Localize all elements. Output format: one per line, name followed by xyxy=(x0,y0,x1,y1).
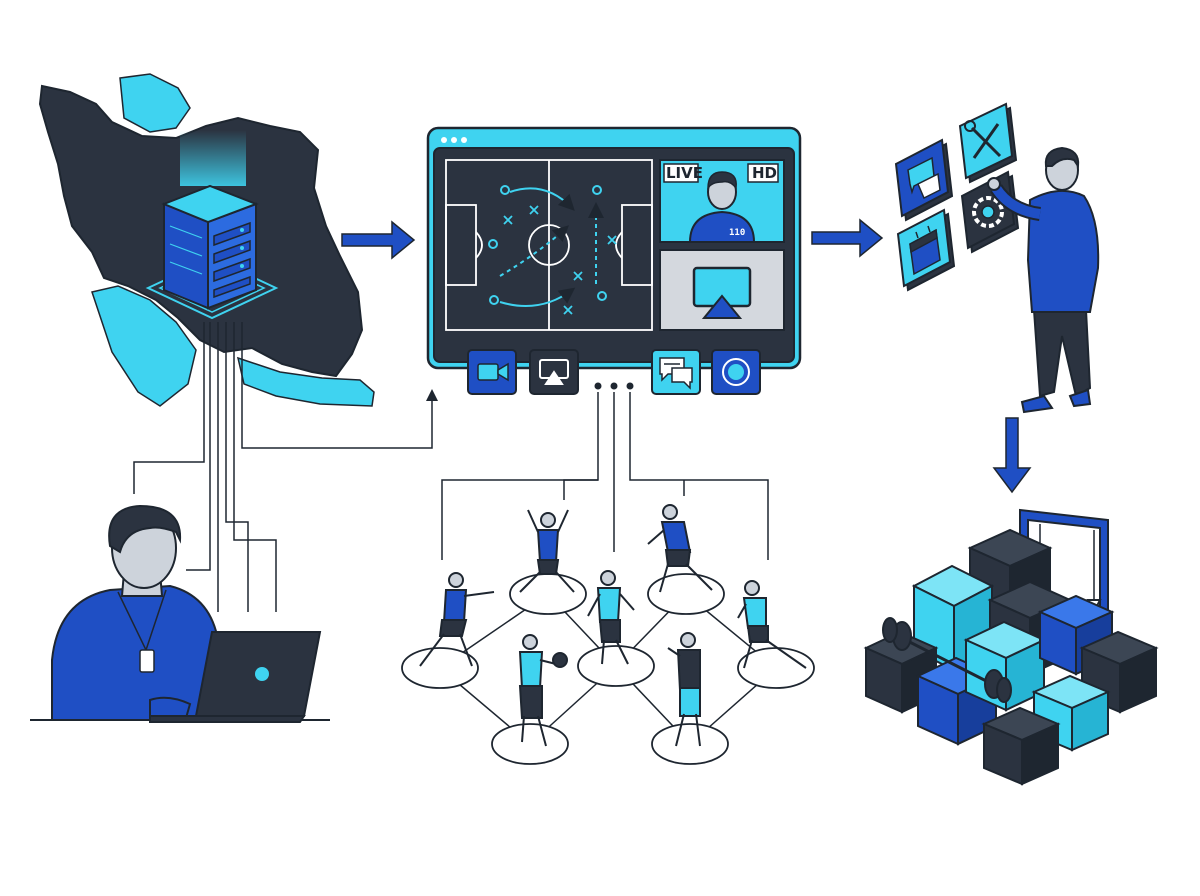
team-connections xyxy=(441,392,769,560)
arrow-right-2 xyxy=(811,218,884,258)
app-tile-calendar[interactable] xyxy=(896,208,956,292)
player-6 xyxy=(518,634,568,747)
server-rack-icon xyxy=(145,130,279,320)
player-7 xyxy=(667,632,701,747)
player-4 xyxy=(647,504,713,593)
chat-button[interactable] xyxy=(651,349,701,395)
record-button[interactable] xyxy=(711,349,761,395)
window-controls xyxy=(441,137,467,143)
player-2 xyxy=(519,509,575,593)
hd-badge xyxy=(747,163,779,183)
video-camera-button[interactable] xyxy=(467,349,517,395)
player-figures xyxy=(419,504,807,747)
gym-equipment-icon xyxy=(863,508,1159,786)
player-5 xyxy=(737,580,807,669)
gear-icon xyxy=(972,196,1004,228)
player-pads xyxy=(401,573,815,765)
live-video-panel: LIVE HD 110 xyxy=(659,159,785,243)
screen-cast-button[interactable] xyxy=(529,349,579,395)
player-3 xyxy=(587,570,635,665)
player-1 xyxy=(419,572,495,667)
tactics-markers xyxy=(488,185,617,315)
arrow-right-1 xyxy=(341,220,416,260)
app-tile-chat[interactable] xyxy=(894,138,954,222)
screen-cast-icon xyxy=(692,266,752,319)
record-icon xyxy=(722,358,750,386)
live-badge-label: LIVE xyxy=(666,164,703,182)
wrench-screwdriver-icon xyxy=(964,120,1002,159)
live-badge xyxy=(663,163,699,183)
server-connections xyxy=(133,322,438,612)
calendar-icon xyxy=(909,225,941,276)
jersey-number: 110 xyxy=(729,228,745,238)
video-camera-icon xyxy=(477,362,509,382)
hd-badge-label: HD xyxy=(752,164,777,182)
arrow-down xyxy=(992,417,1032,494)
developer-person-illustration xyxy=(30,504,330,723)
connection-dots xyxy=(594,382,634,390)
app-tile-tools[interactable] xyxy=(958,102,1018,184)
screen-share-panel xyxy=(659,249,785,331)
cast-icon xyxy=(539,359,569,385)
chat-icon xyxy=(907,156,941,200)
chat-bubbles-icon xyxy=(659,357,693,390)
operator-person-illustration xyxy=(987,146,1100,414)
